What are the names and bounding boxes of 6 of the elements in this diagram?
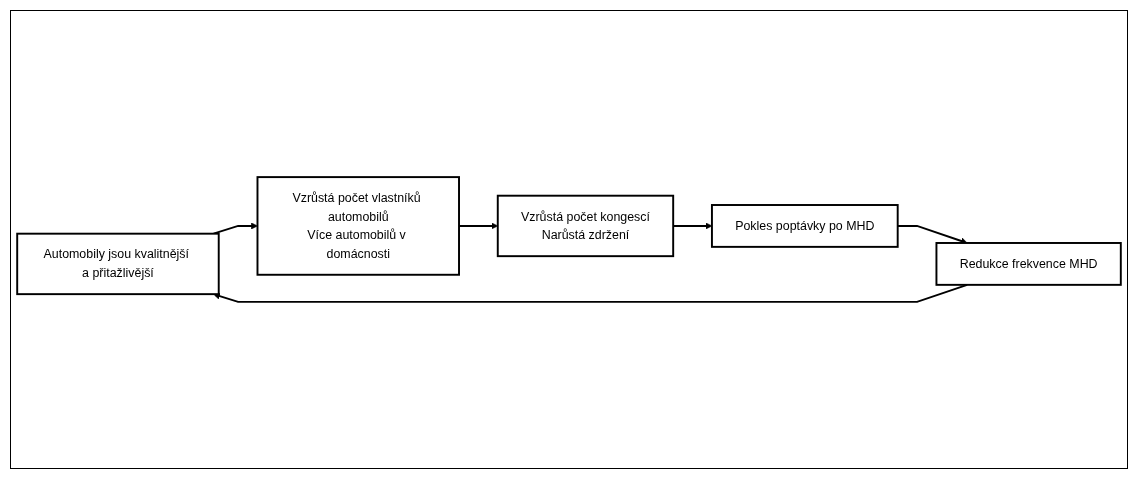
node-box	[710, 204, 899, 248]
node-box	[496, 194, 675, 258]
diagram-frame: Automobily jsou kvalitnější a přitažlivější Vzrůstá počet vlastníků automobilů Více automobilů v domácnosti Vzrůstá počet kongescí Narůstá zdržení Pokles poptávky po MHD Redukce frekvence MHD	[10, 10, 1128, 469]
node-box	[256, 176, 460, 276]
node-box	[935, 242, 1122, 286]
node-box	[16, 232, 220, 296]
